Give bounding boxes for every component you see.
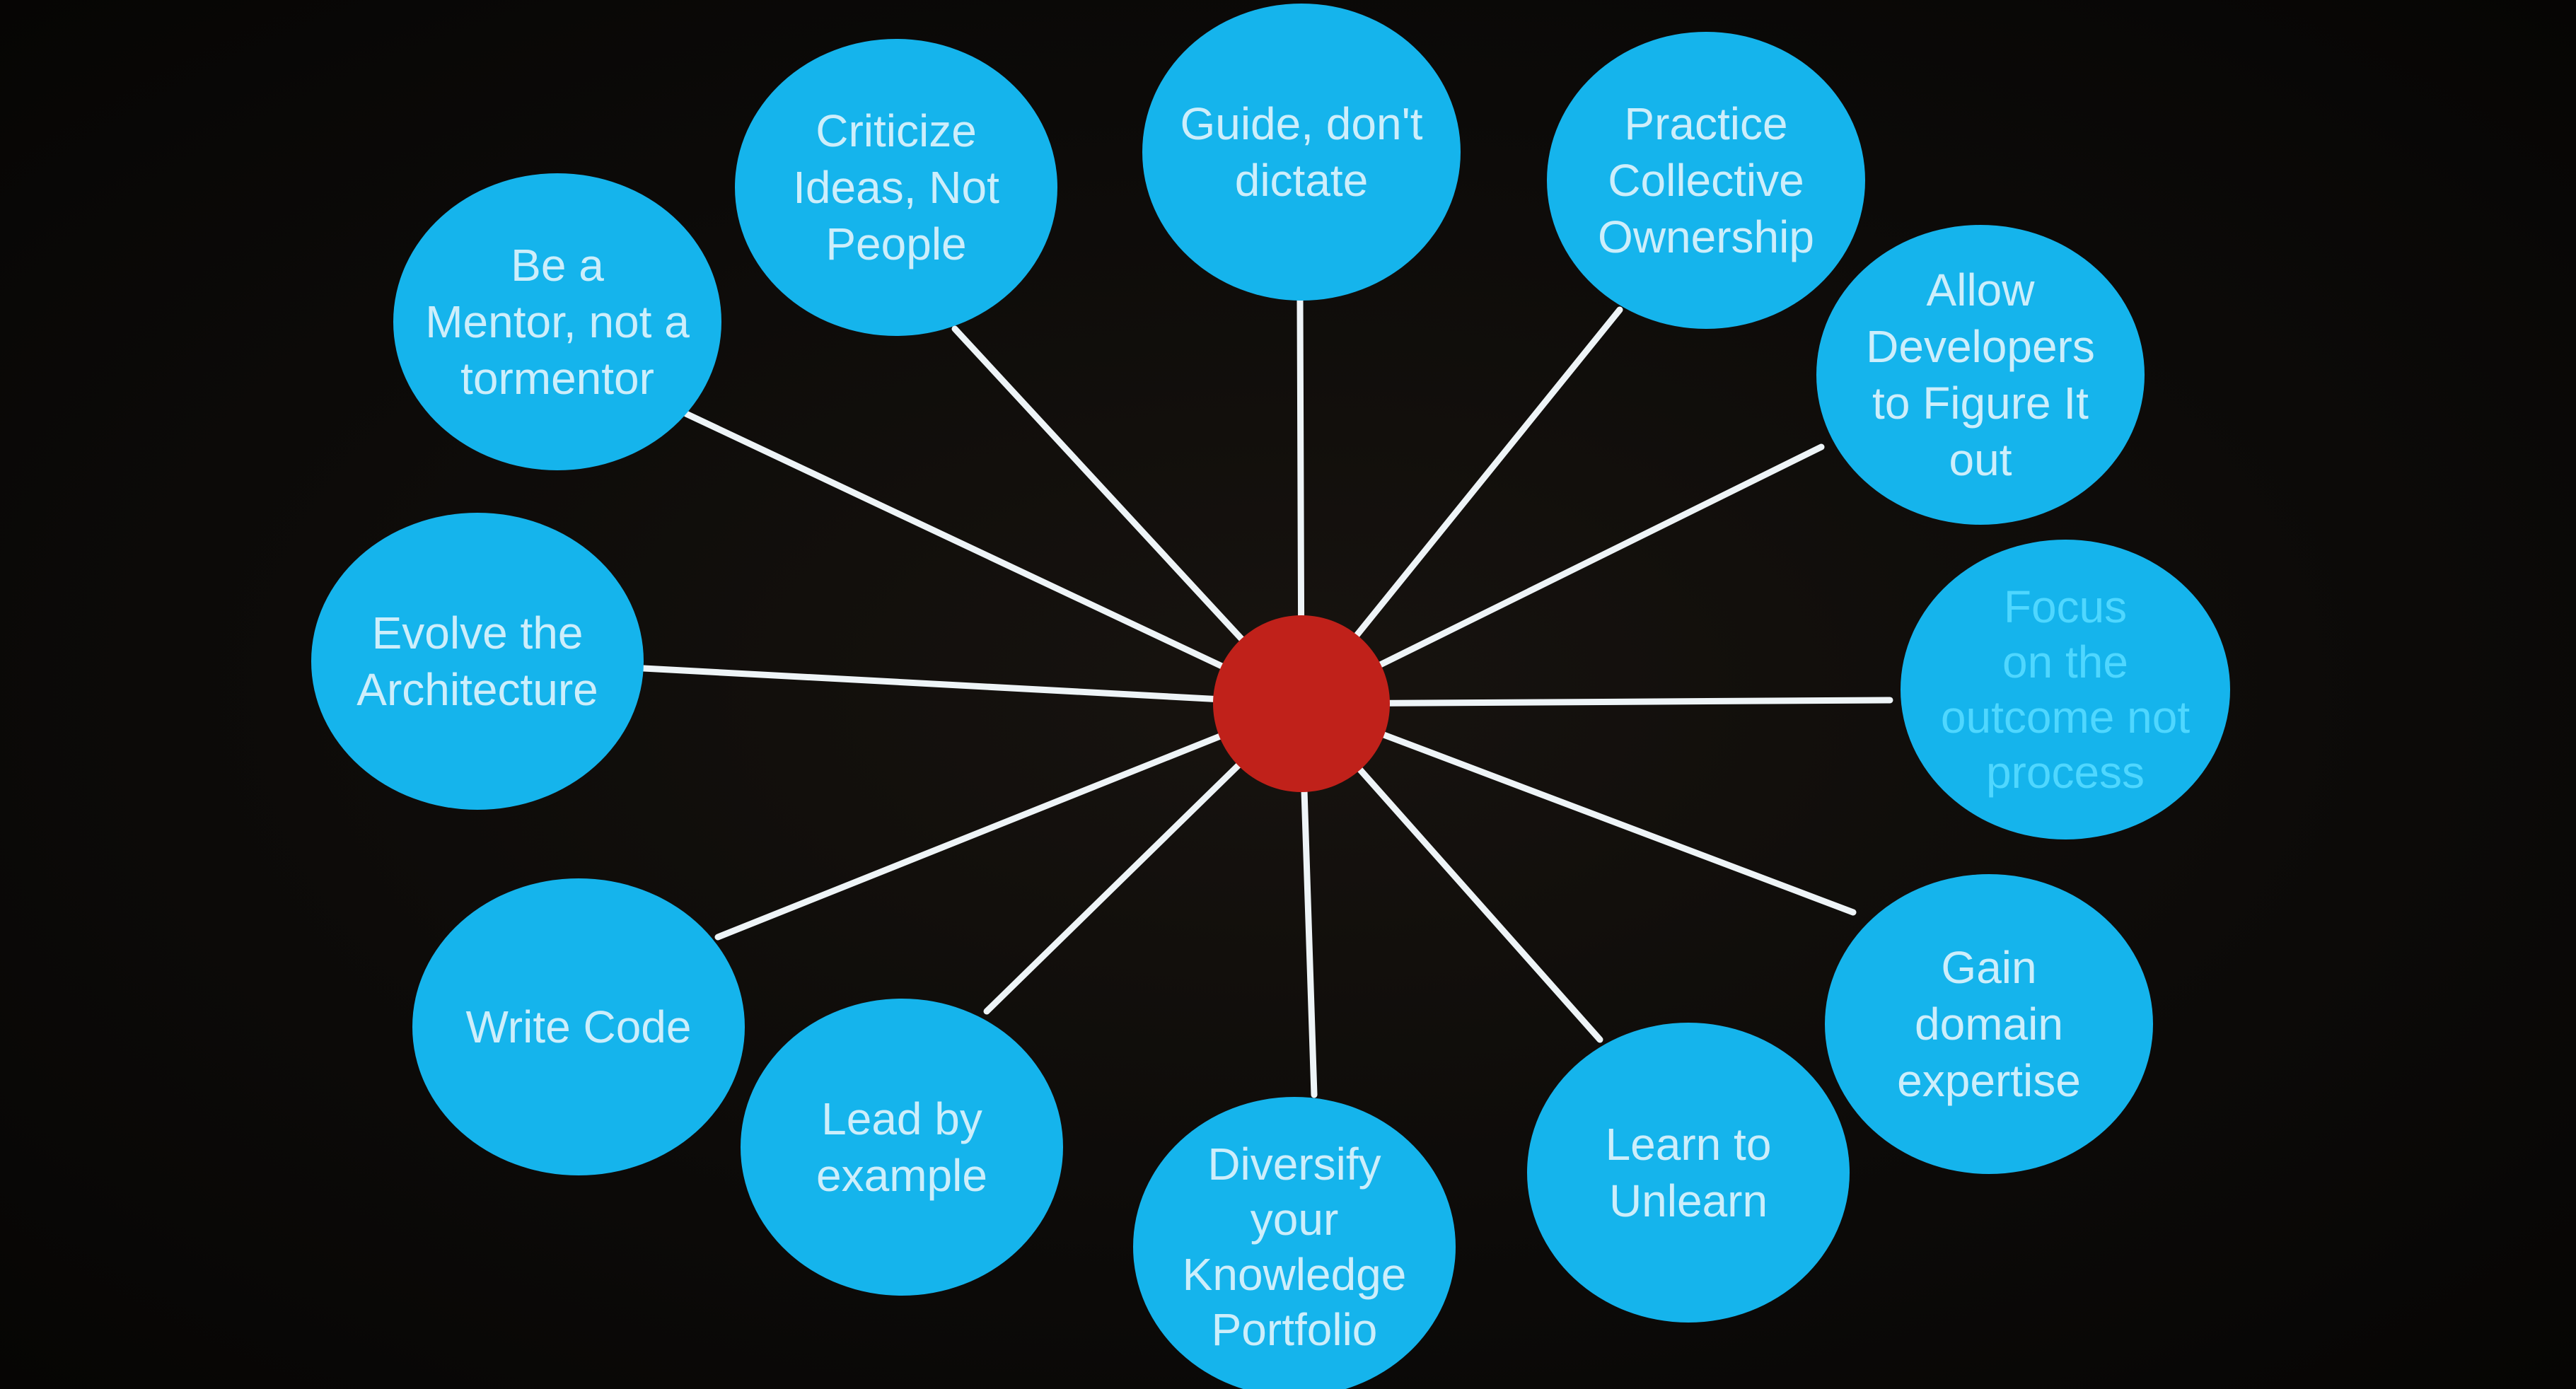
node-label-line: Developers [1866,321,2095,372]
node-label-line: out [1949,434,2012,485]
spoke-figure-it-out [1298,443,1825,707]
node-label-line: Portfolio [1212,1304,1378,1355]
node-circle [1825,874,2153,1174]
node-label-line: Practice [1624,98,1787,149]
node-label-line: tormentor [460,353,654,404]
node-label-line: Guide, don't [1180,98,1422,149]
spoke-domain-expertise [1298,700,1857,916]
node-label-line: Collective [1608,155,1804,206]
node-label-line: process [1986,747,2145,798]
spoke-evolve-architecture [640,665,1305,707]
node-label-line: Ideas, Not [793,162,999,213]
node-label-line: dictate [1235,155,1369,206]
node-label-line: Write Code [466,1001,692,1052]
node-circle [1547,32,1865,329]
node-lead-by-example: Lead by example [741,999,1063,1296]
node-circle [1901,540,2230,839]
node-label-line: Architecture [356,664,598,715]
node-label-line: Ownership [1598,211,1814,262]
node-label-line: example [816,1150,987,1201]
node-label-line: your [1251,1194,1339,1245]
node-label-line: on the [2002,637,2128,687]
node-circle [1527,1023,1850,1323]
node-label-line: Knowledge [1183,1249,1407,1300]
node-label-line: Learn to [1606,1119,1772,1170]
node-circle [741,999,1063,1296]
node-circle [311,513,644,810]
node-guide: Guide, don't dictate [1142,4,1461,301]
node-label-line: Gain [1941,942,2036,993]
spoke-focus-outcome [1298,697,1893,707]
node-label-line: Lead by [821,1093,982,1144]
node-label-line: domain [1915,999,2063,1050]
node-label-line: Mentor, not a [425,296,690,347]
node-circle [412,878,745,1175]
node-circle [1133,1097,1456,1389]
node-label-line: Be a [511,240,604,291]
node-label-line: Evolve the [372,608,584,658]
node-circle [735,39,1057,336]
node-label-line: Criticize [816,105,977,156]
node-circle [1142,4,1461,301]
node-label-line: Diversify [1207,1139,1381,1190]
spoke-mentor [683,410,1305,707]
node-label-line: Focus [2004,581,2127,632]
center-hub [1213,615,1390,792]
node-label-line: People [825,219,966,269]
node-label-line: outcome not [1941,692,2190,743]
node-circle [1816,225,2145,525]
node-label-line: Unlearn [1609,1175,1768,1226]
node-label-line: Allow [1927,265,2036,315]
node-label-line: to Figure It [1872,378,2089,429]
node-circle [393,173,721,470]
nodes-layer: Guide, don't dictate PracticeCollectiveOwn… [311,4,2230,1389]
node-write-code: Write Code [412,878,745,1175]
spoke-write-code [714,700,1305,941]
node-label-line: expertise [1897,1055,2081,1106]
